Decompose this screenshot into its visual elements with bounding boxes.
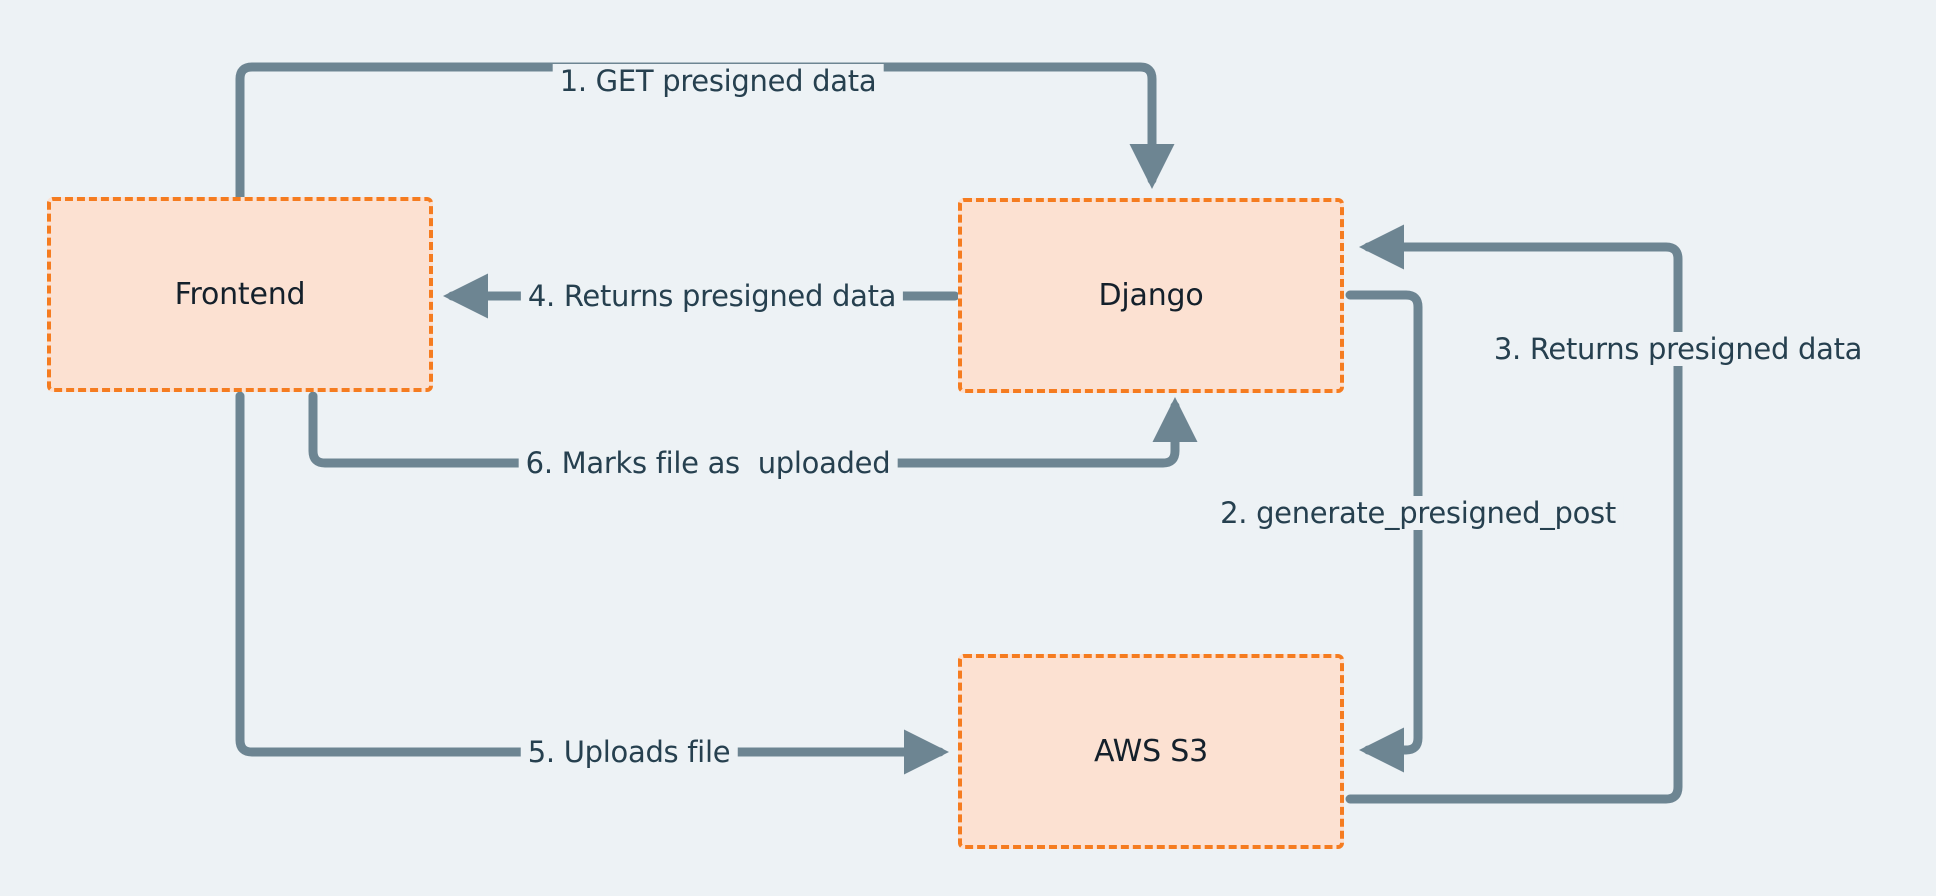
node-frontend-label: Frontend bbox=[174, 277, 306, 312]
edge-6-label: 6. Marks file as uploaded bbox=[518, 446, 898, 480]
node-aws-s3[interactable]: AWS S3 bbox=[958, 654, 1344, 849]
edge-3-label: 3. Returns presigned data bbox=[1486, 332, 1870, 366]
edge-4-label: 4. Returns presigned data bbox=[520, 279, 904, 313]
node-django-label: Django bbox=[1098, 278, 1204, 313]
edge-5-label: 5. Uploads file bbox=[520, 735, 738, 769]
edge-3-returns-presigned-data bbox=[1345, 224, 1683, 804]
node-frontend[interactable]: Frontend bbox=[47, 197, 433, 392]
node-aws-s3-label: AWS S3 bbox=[1093, 734, 1209, 769]
edge-2-label: 2. generate_presigned_post bbox=[1213, 496, 1623, 530]
node-django[interactable]: Django bbox=[958, 198, 1344, 393]
edge-1-label: 1. GET presigned data bbox=[552, 64, 884, 98]
edge-5-uploads-file bbox=[235, 391, 949, 775]
